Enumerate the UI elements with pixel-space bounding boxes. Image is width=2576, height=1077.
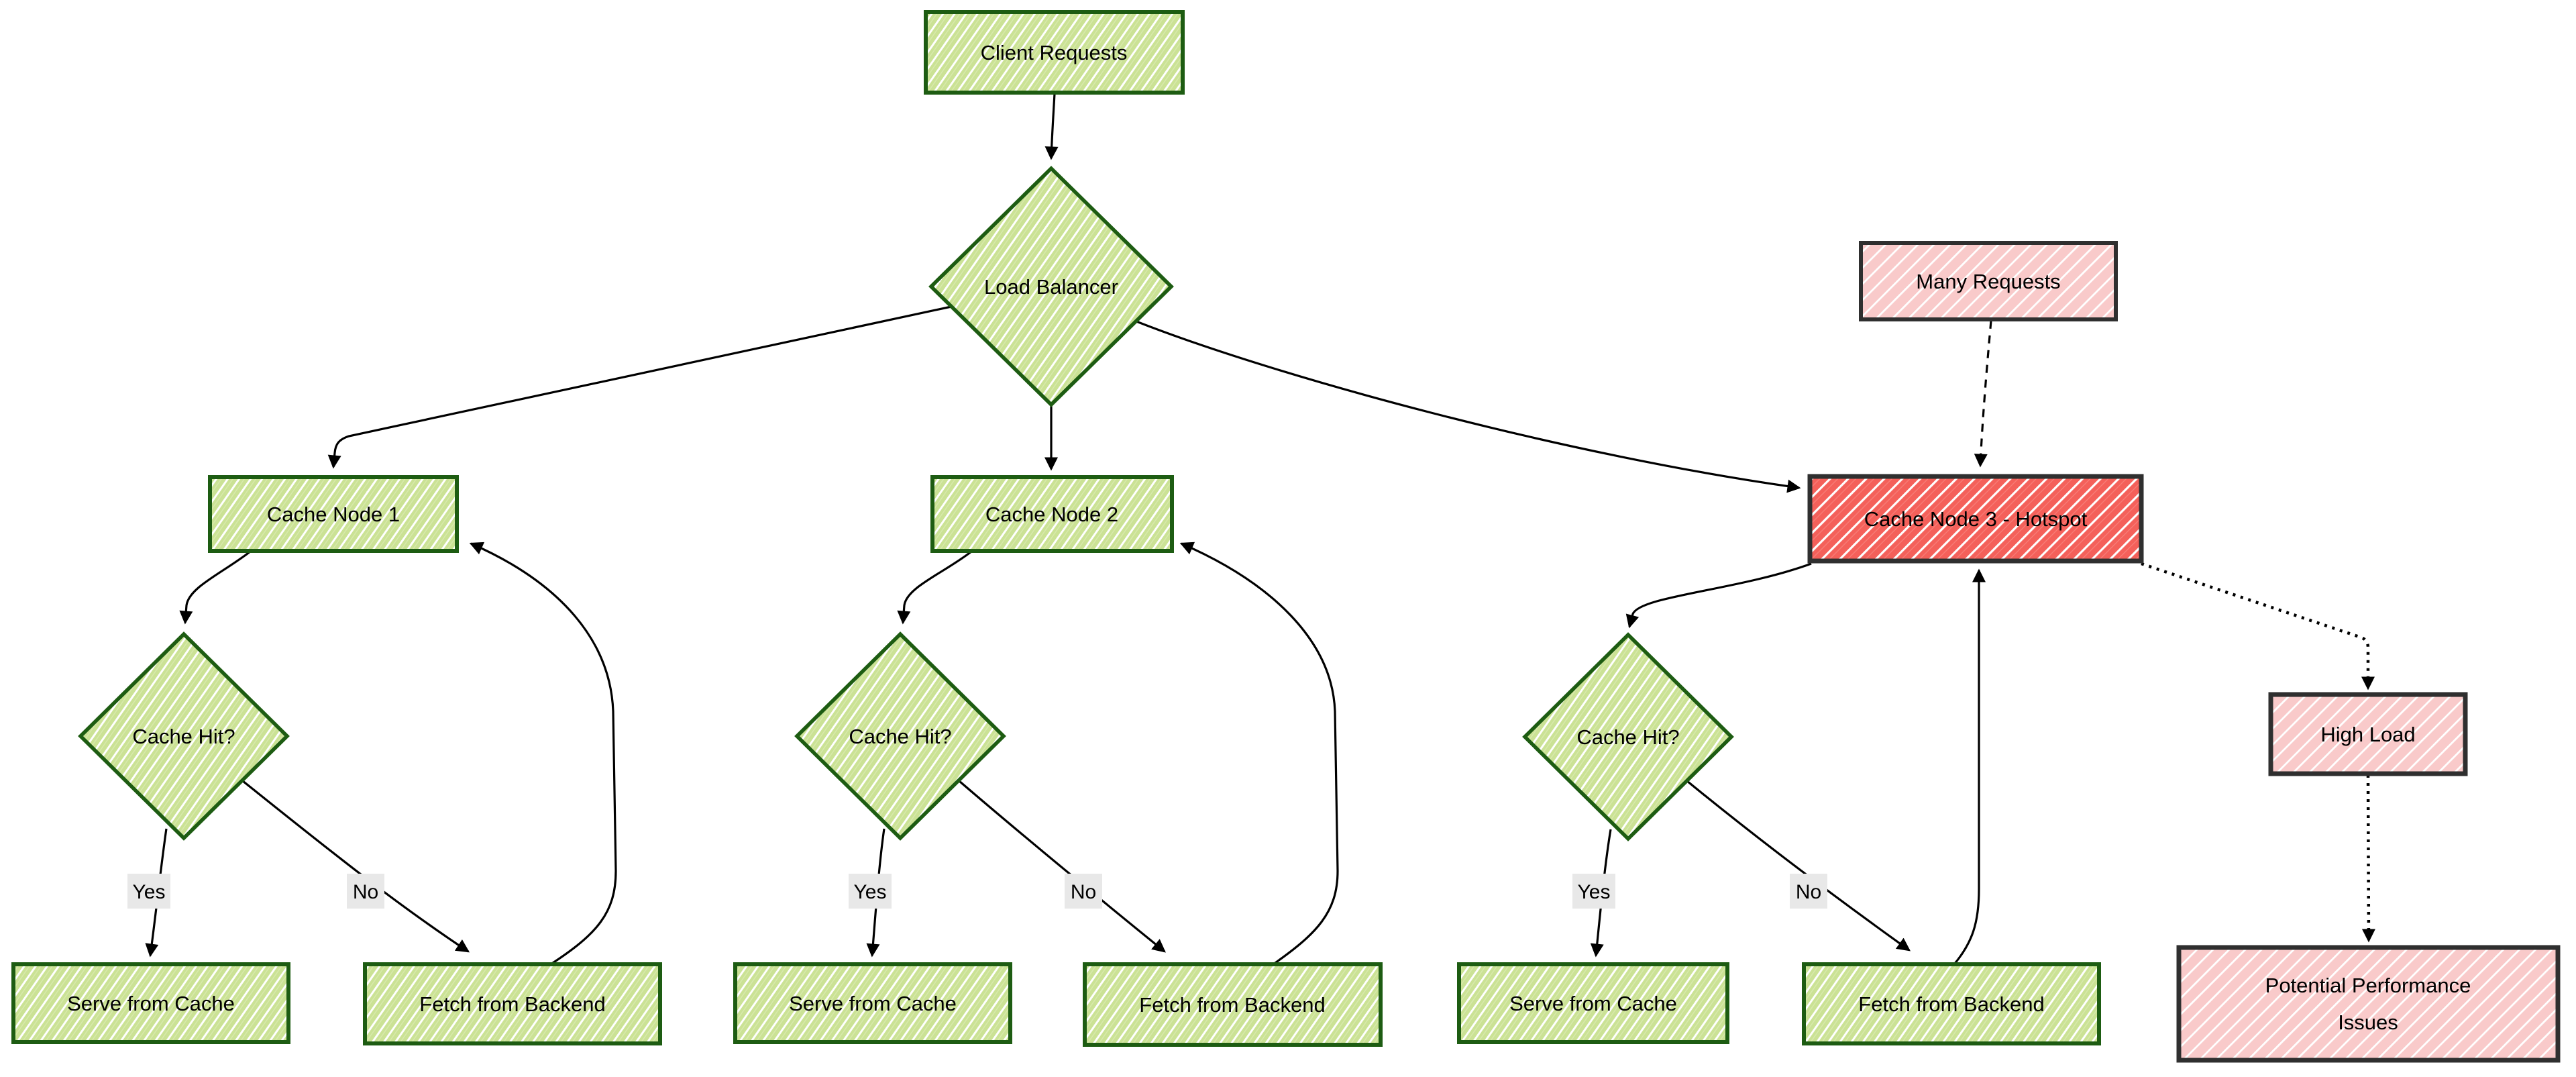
many-requests-box bbox=[1859, 241, 2118, 321]
edge-high-load-performance-issues bbox=[2361, 774, 2375, 943]
edge-label-text: No bbox=[1796, 881, 1821, 903]
edge-label-text: No bbox=[353, 881, 378, 903]
cache-hit-3-label: Cache Hit? bbox=[1576, 725, 1679, 749]
node-cache-node-1: Cache Node 1 bbox=[208, 475, 459, 553]
edge-labels-layer: Yes No Yes No Yes No bbox=[127, 874, 1827, 909]
edge-cache-hit-1-fetch-no bbox=[242, 780, 470, 953]
edge-fetch-1-cache-node-1 bbox=[469, 542, 617, 966]
edge-cache-node-3-cache-hit-3 bbox=[1625, 562, 1812, 629]
edge-label-no-3: No bbox=[1790, 874, 1827, 909]
edge-cache-hit-3-fetch-no bbox=[1686, 780, 1911, 952]
edge-label-text: No bbox=[1071, 881, 1096, 903]
many-requests-label: Many Requests bbox=[1916, 270, 2060, 293]
cache-hit-2-label: Cache Hit? bbox=[849, 725, 951, 748]
edge-load-balancer-cache-node-1 bbox=[327, 305, 952, 469]
serve-from-cache-2-box bbox=[733, 962, 1012, 1044]
edge-fetch-3-cache-node-3 bbox=[1953, 568, 1986, 966]
edge-label-bg bbox=[1572, 874, 1615, 909]
edge-label-bg bbox=[1790, 874, 1827, 909]
node-high-load: High Load bbox=[2268, 692, 2468, 776]
node-potential-performance-issues: Potential Performance Issues bbox=[2176, 945, 2561, 1063]
cache-hit-1-diamond bbox=[78, 631, 290, 841]
cache-hit-2-diamond bbox=[794, 631, 1006, 841]
cache-node-2-box bbox=[930, 475, 1174, 553]
node-cache-node-3-hotspot: Cache Node 3 - Hotspot bbox=[1807, 474, 2144, 564]
edge-label-text: Yes bbox=[133, 881, 166, 903]
load-balancer-diamond bbox=[928, 166, 1174, 407]
potential-performance-issues-box bbox=[2176, 945, 2561, 1063]
node-cache-node-2: Cache Node 2 bbox=[930, 475, 1174, 553]
serve-from-cache-1-box bbox=[11, 962, 290, 1044]
node-many-requests: Many Requests bbox=[1859, 241, 2118, 321]
potential-performance-issues-label-line1: Potential Performance bbox=[2265, 974, 2471, 997]
edge-label-bg bbox=[347, 874, 384, 909]
high-load-box bbox=[2268, 692, 2468, 776]
node-serve-from-cache-1: Serve from Cache bbox=[11, 962, 290, 1044]
cache-node-1-box bbox=[208, 475, 459, 553]
nodes-layer: Client Requests Load Balancer Cache Node… bbox=[11, 10, 2561, 1063]
edge-client-requests-load-balancer bbox=[1044, 93, 1059, 160]
client-requests-box bbox=[924, 10, 1185, 95]
cache-node-3-box bbox=[1807, 474, 2144, 564]
node-fetch-from-backend-2: Fetch from Backend bbox=[1083, 962, 1383, 1047]
cache-hit-3-diamond bbox=[1522, 632, 1734, 841]
fetch-from-backend-1-label: Fetch from Backend bbox=[419, 992, 605, 1016]
edge-cache-node-2-cache-hit-2 bbox=[897, 550, 972, 625]
fetch-from-backend-3-label: Fetch from Backend bbox=[1858, 992, 2044, 1016]
edge-label-no-2: No bbox=[1065, 874, 1102, 909]
serve-from-cache-3-box bbox=[1457, 962, 1729, 1044]
node-client-requests: Client Requests bbox=[924, 10, 1185, 95]
edge-label-yes-2: Yes bbox=[849, 874, 892, 909]
edge-load-balancer-cache-node-3 bbox=[1136, 320, 1801, 493]
node-cache-hit-1: Cache Hit? bbox=[78, 631, 290, 841]
node-fetch-from-backend-3: Fetch from Backend bbox=[1802, 962, 2101, 1045]
cache-node-3-label: Cache Node 3 - Hotspot bbox=[1864, 507, 2088, 531]
client-requests-label: Client Requests bbox=[981, 41, 1128, 64]
fetch-from-backend-1-box bbox=[363, 962, 662, 1045]
edge-label-bg bbox=[849, 874, 892, 909]
node-serve-from-cache-2: Serve from Cache bbox=[733, 962, 1012, 1044]
edge-label-text: Yes bbox=[854, 881, 887, 903]
edge-label-text: Yes bbox=[1578, 881, 1611, 903]
potential-performance-issues-label-line2: Issues bbox=[2338, 1011, 2398, 1034]
node-cache-hit-2: Cache Hit? bbox=[794, 631, 1006, 841]
edge-cache-hit-2-fetch-no bbox=[958, 780, 1166, 953]
load-balancer-label: Load Balancer bbox=[984, 275, 1118, 299]
edge-fetch-2-cache-node-2 bbox=[1179, 542, 1339, 966]
serve-from-cache-1-label: Serve from Cache bbox=[67, 992, 235, 1015]
edge-label-no-1: No bbox=[347, 874, 384, 909]
fetch-from-backend-2-box bbox=[1083, 962, 1383, 1047]
node-cache-hit-3: Cache Hit? bbox=[1522, 632, 1734, 841]
fetch-from-backend-3-box bbox=[1802, 962, 2101, 1045]
cache-hit-1-label: Cache Hit? bbox=[132, 725, 235, 748]
node-serve-from-cache-3: Serve from Cache bbox=[1457, 962, 1729, 1044]
serve-from-cache-2-label: Serve from Cache bbox=[789, 992, 957, 1015]
serve-from-cache-3-label: Serve from Cache bbox=[1509, 992, 1677, 1015]
node-fetch-from-backend-1: Fetch from Backend bbox=[363, 962, 662, 1045]
edge-cache-node-3-high-load bbox=[2141, 562, 2375, 690]
edge-label-yes-1: Yes bbox=[127, 874, 170, 909]
cache-node-2-label: Cache Node 2 bbox=[985, 503, 1118, 526]
edge-many-requests-cache-node-3 bbox=[1974, 320, 1992, 468]
cache-node-1-label: Cache Node 1 bbox=[267, 503, 400, 526]
high-load-label: High Load bbox=[2320, 723, 2415, 746]
edge-cache-node-1-cache-hit-1 bbox=[179, 550, 251, 625]
node-load-balancer: Load Balancer bbox=[928, 166, 1174, 407]
edge-label-bg bbox=[127, 874, 170, 909]
edge-label-bg bbox=[1065, 874, 1102, 909]
edge-label-yes-3: Yes bbox=[1572, 874, 1615, 909]
fetch-from-backend-2-label: Fetch from Backend bbox=[1139, 993, 1325, 1017]
